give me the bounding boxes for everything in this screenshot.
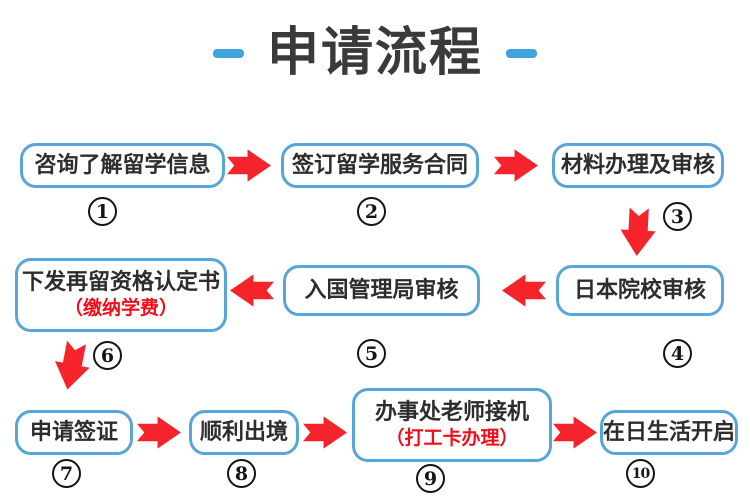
- title-bar: 申请流程: [0, 22, 750, 84]
- step-box-4: 日本院校审核: [556, 265, 724, 316]
- step-sublabel-6: （缴纳学费）: [63, 296, 178, 319]
- step-box-5: 入国管理局审核: [283, 265, 480, 316]
- arrow-right-icon: [553, 416, 597, 449]
- step-label-5: 入国管理局审核: [304, 277, 459, 303]
- step-label-1: 咨询了解留学信息: [34, 152, 211, 178]
- arrow-down-icon: [619, 207, 657, 257]
- step-number-5: 5: [357, 339, 386, 368]
- step-number-3: 3: [663, 202, 692, 231]
- step-box-10: 在日生活开启: [600, 410, 738, 455]
- step-number-10: 10: [626, 459, 655, 488]
- step-label-10: 在日生活开启: [603, 419, 736, 445]
- step-number-4: 4: [663, 339, 692, 368]
- title-dash-right-icon: [506, 48, 537, 58]
- title-dash-left-icon: [212, 48, 244, 58]
- step-label-8: 顺利出境: [199, 419, 288, 445]
- step-box-8: 顺利出境: [189, 410, 299, 455]
- arrow-right-icon: [227, 149, 271, 182]
- step-number-7: 7: [52, 459, 81, 488]
- step-number-9: 9: [416, 464, 445, 493]
- step-label-6: 下发再留资格认定书: [21, 270, 220, 296]
- step-box-9: 办事处老师接机 （打工卡办理）: [352, 388, 552, 462]
- arrow-right-icon: [303, 416, 347, 449]
- step-box-6: 下发再留资格认定书 （缴纳学费）: [15, 258, 227, 332]
- arrow-left-icon: [502, 274, 546, 307]
- page-title: 申请流程: [266, 23, 483, 83]
- step-number-6: 6: [93, 341, 122, 370]
- step-label-7: 申请签证: [29, 419, 118, 445]
- step-number-2: 2: [357, 197, 386, 226]
- arrow-left-icon: [230, 274, 274, 307]
- step-box-1: 咨询了解留学信息: [20, 143, 225, 188]
- step-label-4: 日本院校审核: [573, 277, 706, 303]
- step-box-3: 材料办理及审核: [552, 143, 724, 188]
- step-number-1: 1: [88, 197, 117, 226]
- arrow-down-icon: [50, 339, 94, 393]
- step-sublabel-9: （打工卡办理）: [385, 426, 519, 449]
- arrow-right-icon: [137, 416, 181, 449]
- step-box-2: 签订留学服务合同: [281, 143, 479, 188]
- step-label-2: 签订留学服务合同: [291, 152, 468, 178]
- step-box-7: 申请签证: [15, 410, 133, 455]
- arrow-right-icon: [494, 149, 538, 182]
- step-label-9: 办事处老师接机: [374, 400, 529, 426]
- step-number-8: 8: [227, 459, 256, 488]
- step-label-3: 材料办理及审核: [560, 152, 715, 178]
